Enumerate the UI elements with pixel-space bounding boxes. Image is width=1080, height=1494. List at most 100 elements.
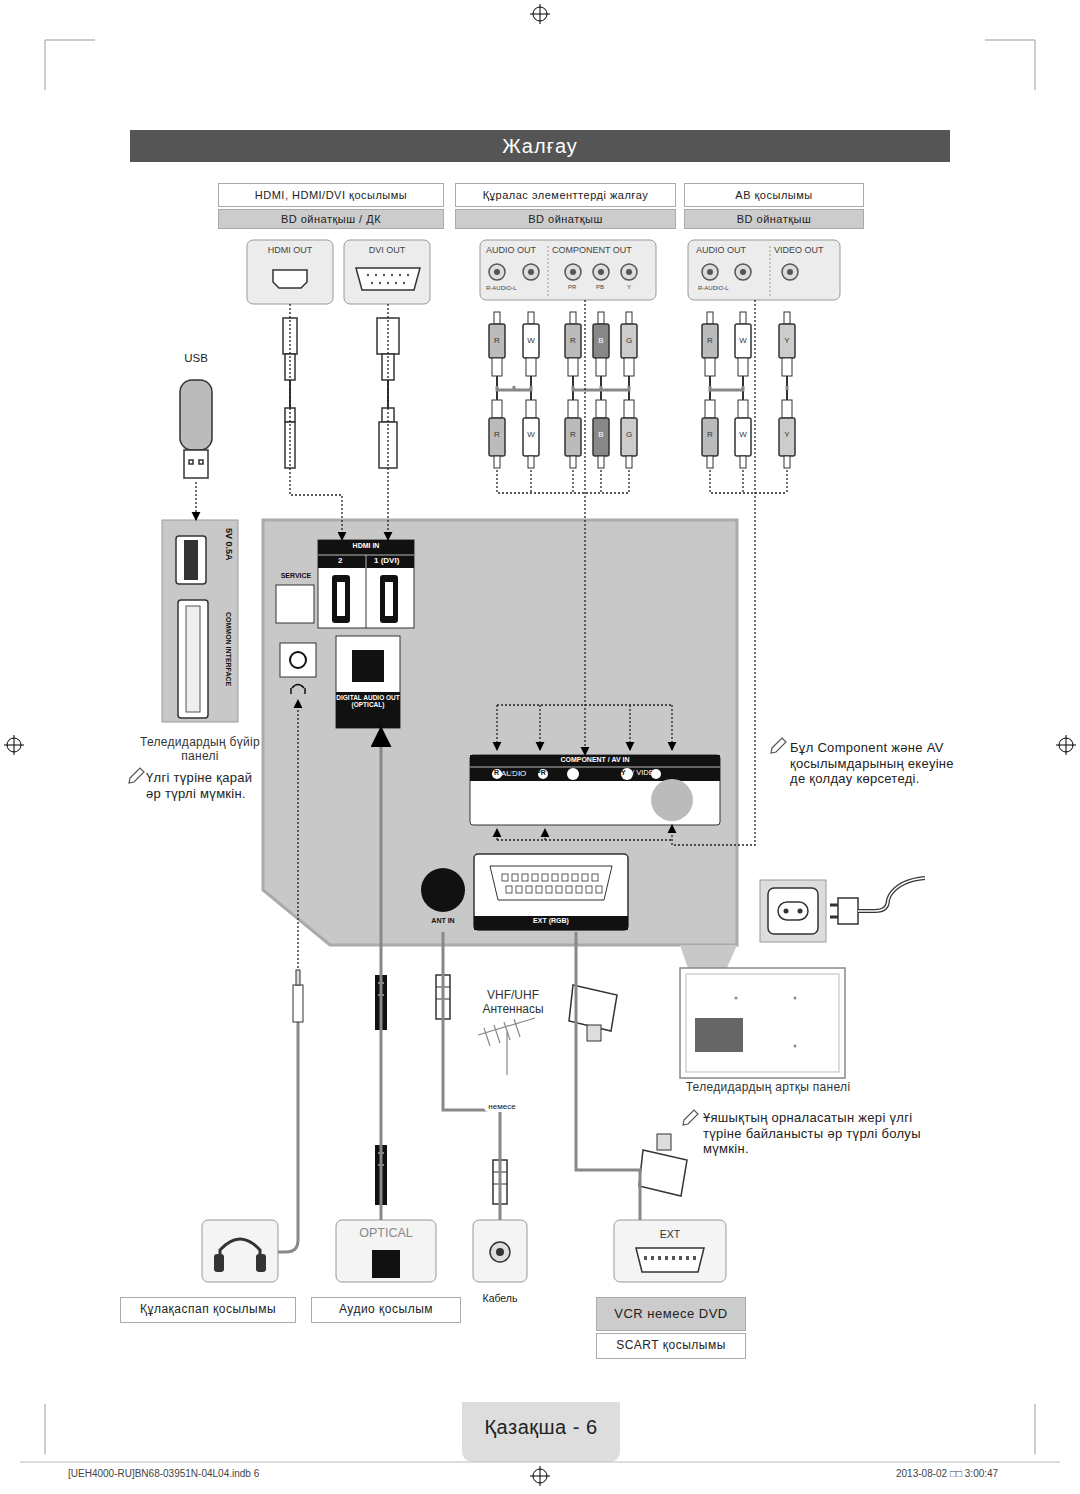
plug-letter: B bbox=[595, 336, 607, 346]
device-heading: VCR немесе DVD bbox=[596, 1297, 746, 1331]
node-text: Аудио қосылым bbox=[335, 1303, 437, 1317]
node-text: HDMI, HDMI/DVI қосылымы bbox=[251, 189, 411, 202]
page-number: Қазақша - 6 bbox=[462, 1402, 620, 1452]
print-footer: 2013-08-02 □□ 3:00:47 bbox=[896, 1468, 998, 1480]
section-heading: HDMI, HDMI/DVI қосылымы bbox=[218, 183, 444, 207]
node-text: PR bbox=[536, 769, 546, 777]
node-text: AUDIO OUT bbox=[696, 245, 746, 255]
connector bbox=[672, 300, 755, 845]
node-text: PB bbox=[590, 769, 600, 777]
node-text: DVI OUT bbox=[344, 245, 430, 255]
plug-letter: W bbox=[525, 430, 537, 440]
device-panel: AUDIO OUT VIDEO OUT R-AUDIO-L bbox=[688, 240, 840, 300]
plug-letter: R bbox=[704, 430, 716, 440]
node-text: АВ қосылымы bbox=[731, 189, 816, 202]
node-text: Y bbox=[627, 284, 631, 291]
connector bbox=[584, 300, 585, 755]
note-text: VHF/UHF Антеннасы bbox=[468, 988, 558, 1017]
note-text: Үлгі түріне қарай әр түрлі мүмкін. bbox=[146, 770, 266, 801]
side-panel: 5V 0.5A COMMON INTERFACE bbox=[162, 520, 238, 722]
node-text: Y bbox=[621, 769, 626, 777]
node-text: EXT (RGB) bbox=[474, 917, 628, 925]
node-text: COMPONENT OUT bbox=[552, 245, 632, 255]
scart-box: EXT bbox=[614, 1220, 726, 1282]
node-text: PR bbox=[568, 284, 576, 291]
connector bbox=[443, 932, 500, 1220]
node-text: EXT bbox=[614, 1228, 726, 1240]
antenna-port: ANT IN bbox=[418, 866, 468, 932]
plug-letter: Y bbox=[781, 430, 793, 440]
plug-letter: W bbox=[525, 336, 537, 346]
note-text: Ұяшықтың орналасатын жері үлгі түріне ба… bbox=[703, 1110, 943, 1157]
device-heading: BD ойнатқыш / ДК bbox=[218, 209, 444, 229]
note-text: Бұл Component және AV қосылымдарының еке… bbox=[790, 740, 960, 787]
node-text: COMMON INTERFACE bbox=[224, 612, 232, 686]
node-text: VCR немесе DVD bbox=[610, 1307, 731, 1322]
plug-letter: R bbox=[567, 430, 579, 440]
node-text: Құралас элементтерді жалғау bbox=[479, 189, 653, 202]
node-text: HDMI OUT bbox=[247, 245, 333, 255]
section-heading: АВ қосылымы bbox=[684, 183, 864, 207]
node-text: L bbox=[510, 769, 514, 777]
node-text: Қазақша - 6 bbox=[480, 1416, 601, 1439]
optical-box: OPTICAL bbox=[336, 1220, 436, 1282]
plug-letter: G bbox=[623, 430, 635, 440]
node-text: / VIDEO bbox=[632, 769, 660, 778]
node-text: 5V 0.5A bbox=[224, 528, 234, 561]
plug-letter: R bbox=[704, 336, 716, 346]
node-text: DIGITAL AUDIO OUT (OPTICAL) bbox=[336, 694, 400, 709]
device-panel: DVI OUT bbox=[344, 240, 430, 304]
note-text: Теледидардың бүйір панелі bbox=[130, 735, 270, 764]
node-text: HDMI IN bbox=[318, 542, 414, 550]
plug-letter: W bbox=[737, 430, 749, 440]
node-text: Кабель bbox=[470, 1292, 530, 1304]
node-text: OPTICAL bbox=[336, 1226, 436, 1240]
connector bbox=[576, 932, 640, 1220]
caption-box: Аудио қосылым bbox=[311, 1297, 461, 1323]
plug-letter: W bbox=[737, 336, 749, 346]
node-text: AUDIO OUT bbox=[486, 245, 536, 255]
node-text: VIDEO OUT bbox=[774, 245, 824, 255]
caption-box: Құлақаспап қосылымы bbox=[120, 1297, 296, 1323]
section-heading: Құралас элементтерді жалғау bbox=[455, 183, 676, 207]
plug-letter: R bbox=[491, 430, 503, 440]
scart-port: EXT (RGB) bbox=[474, 854, 628, 932]
connector bbox=[290, 304, 342, 540]
service-port: SERVICE bbox=[272, 572, 320, 625]
plug-letter: Y bbox=[781, 336, 793, 346]
node-text: COMPONENT / AV IN bbox=[470, 756, 720, 764]
usb-stick: USB bbox=[170, 352, 222, 482]
device-heading: BD ойнатқыш bbox=[684, 209, 864, 229]
node-text: SERVICE bbox=[272, 572, 320, 580]
plug-letter: G bbox=[623, 336, 635, 346]
node-text: 2 bbox=[338, 556, 342, 565]
node-text: BD ойнатқыш / ДК bbox=[277, 213, 385, 226]
node-text: R-AUDIO-L bbox=[486, 285, 517, 292]
optical-out-port: DIGITAL AUDIO OUT (OPTICAL) bbox=[336, 636, 400, 728]
note-text: немесе bbox=[484, 1102, 520, 1112]
connector bbox=[380, 728, 383, 1220]
node-text: BD ойнатқыш bbox=[524, 213, 607, 226]
plug-letter: R bbox=[567, 336, 579, 346]
hdmi-in-port: HDMI IN21 (DVI) bbox=[318, 540, 414, 628]
node-text: Құлақаспап қосылымы bbox=[136, 1303, 280, 1317]
component-av-in: COMPONENT / AV INRAUDIOLPRPBY/ VIDEO bbox=[470, 755, 720, 825]
node-text: R bbox=[494, 769, 499, 777]
device-panel: HDMI OUT bbox=[247, 240, 333, 304]
note-text: Теледидардың артқы панелі bbox=[668, 1080, 868, 1094]
node-text: SCART қосылымы bbox=[612, 1339, 730, 1353]
node-text: ANT IN bbox=[418, 917, 468, 925]
node-text: R-AUDIO-L bbox=[698, 285, 729, 292]
caption-box: SCART қосылымы bbox=[596, 1333, 746, 1359]
plug-letter: R bbox=[491, 336, 503, 346]
connector bbox=[195, 482, 196, 520]
print-footer: [UEH4000-RU]BN68-03951N-04L04.indb 6 bbox=[68, 1468, 259, 1480]
device-heading: BD ойнатқыш bbox=[455, 209, 676, 229]
node-text: BD ойнатқыш bbox=[733, 213, 816, 226]
device-panel: AUDIO OUTCOMPONENT OUTR-AUDIO-LPRPBY bbox=[480, 240, 656, 300]
connector bbox=[387, 304, 388, 540]
cable-box: Кабель bbox=[470, 1220, 530, 1312]
plug-letter: B bbox=[595, 430, 607, 440]
title-bar: Жалғау bbox=[130, 130, 950, 162]
